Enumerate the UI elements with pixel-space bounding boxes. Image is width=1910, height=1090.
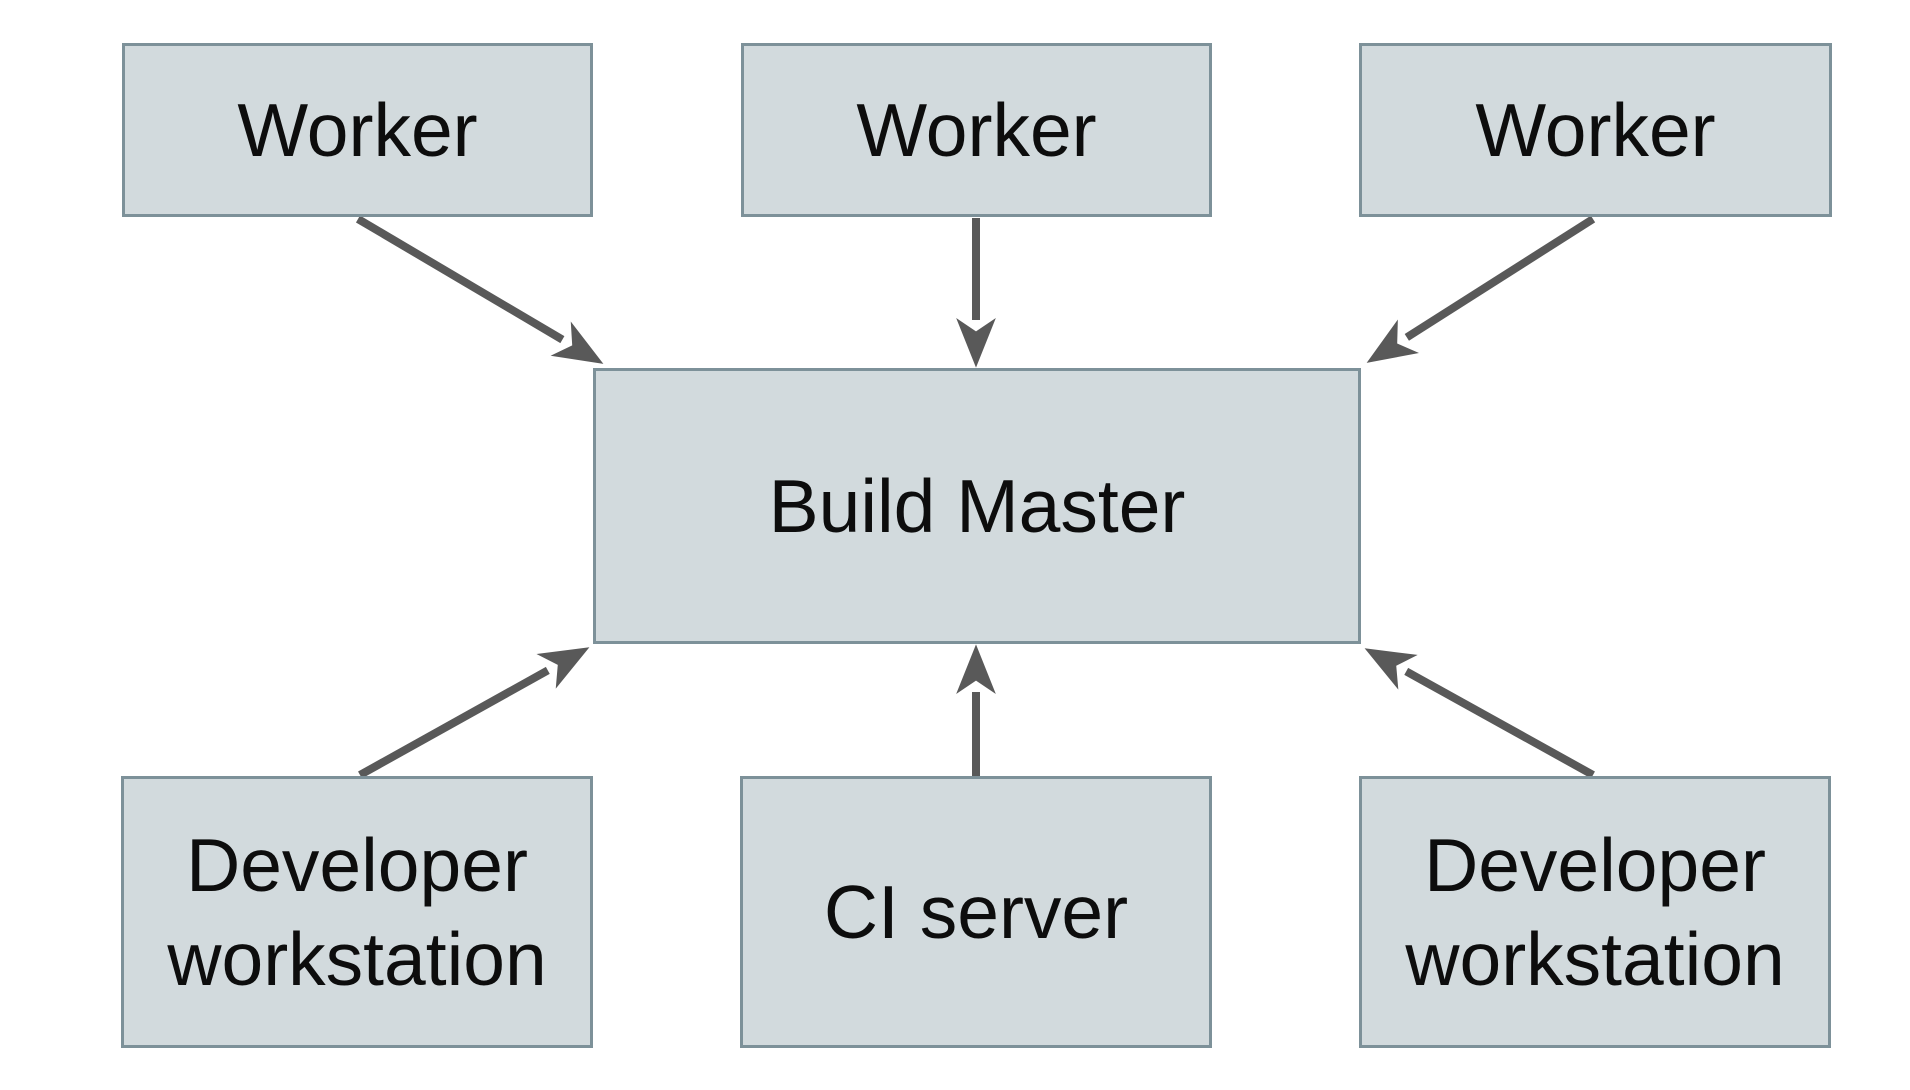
arrow-worker-3-to-build-master: [1366, 215, 1596, 363]
node-label: Developer workstation: [1405, 822, 1785, 1002]
node-developer-workstation-2: Developer workstation: [1359, 776, 1831, 1048]
arrow-developer-workstation-1-to-build-master: [358, 647, 590, 779]
node-label: Worker: [856, 87, 1097, 172]
node-worker-3: Worker: [1359, 43, 1832, 217]
arrow-developer-workstation-2-to-build-master: [1364, 648, 1595, 779]
node-label: Build Master: [768, 463, 1186, 548]
arrow-worker-1-to-build-master: [355, 215, 604, 364]
node-label: CI server: [823, 869, 1129, 954]
node-label: Worker: [1475, 87, 1716, 172]
node-developer-workstation-1: Developer workstation: [121, 776, 593, 1048]
node-ci-server: CI server: [740, 776, 1212, 1048]
node-label: Developer workstation: [167, 822, 547, 1002]
node-label: Worker: [237, 87, 478, 172]
node-build-master: Build Master: [593, 368, 1361, 644]
node-worker-1: Worker: [122, 43, 593, 217]
node-worker-2: Worker: [741, 43, 1212, 217]
